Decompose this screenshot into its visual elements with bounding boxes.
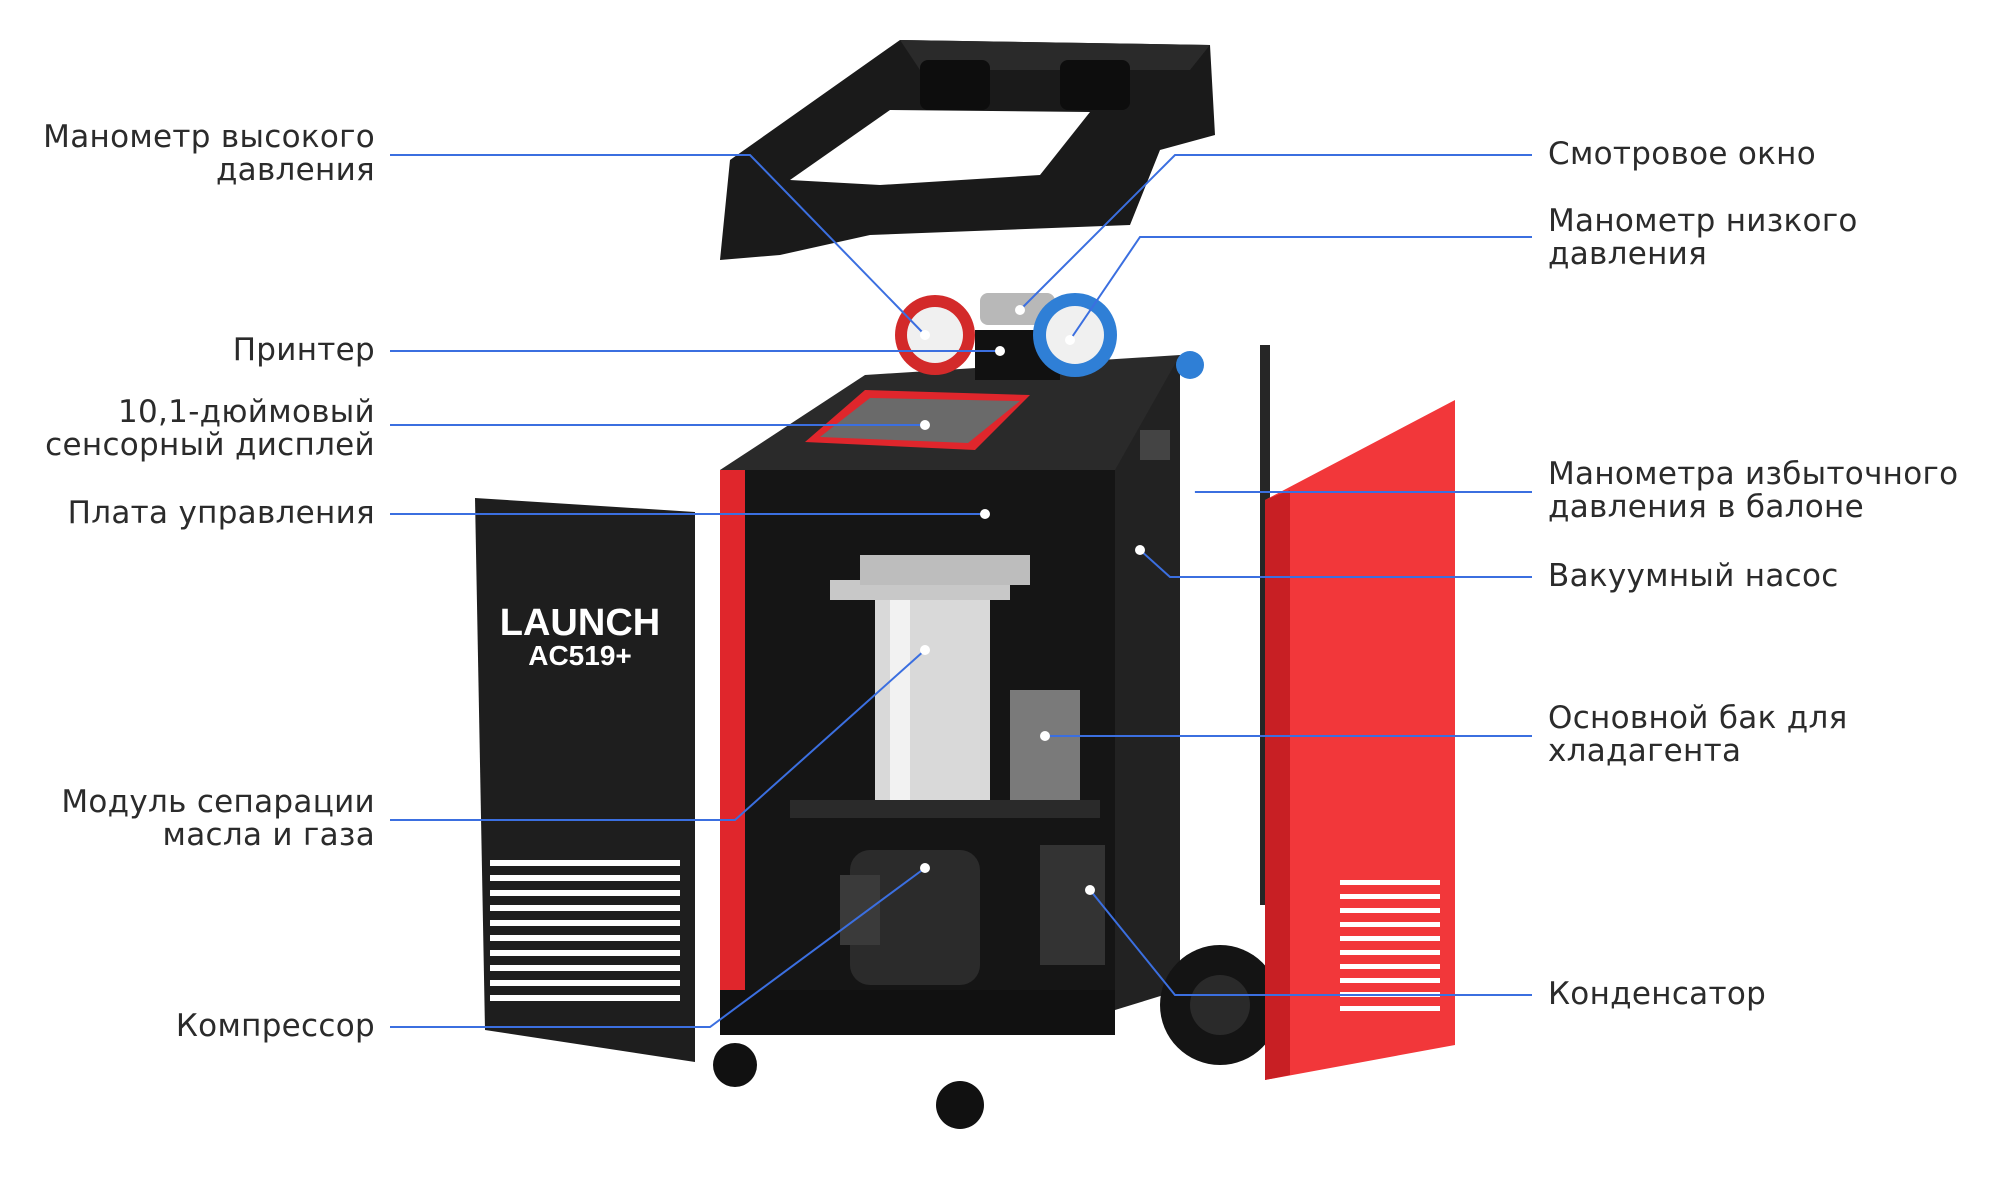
vacuum-pump bbox=[1140, 430, 1170, 460]
right-door-panel bbox=[1265, 400, 1455, 1080]
label-sight-glass: Смотровое окно bbox=[1548, 136, 1816, 172]
oil-gas-separator bbox=[830, 555, 1030, 800]
condenser bbox=[1040, 845, 1105, 965]
leader-compressor bbox=[390, 867, 926, 1028]
label-printer: Принтер bbox=[232, 332, 375, 368]
handle-frame bbox=[720, 40, 1215, 260]
touch-display bbox=[805, 390, 1030, 450]
label-control-board: Плата управления bbox=[67, 495, 375, 531]
main-refrigerant-tank bbox=[1010, 690, 1080, 805]
label-vacuum-pump: Вакуумный насос bbox=[1548, 558, 1839, 594]
leader-printer-dot bbox=[995, 346, 1005, 356]
leader-main-tank-dot bbox=[1040, 731, 1050, 741]
leader-low-gauge-dot bbox=[1065, 335, 1075, 345]
label-main-tank: Основной бак для хладагента bbox=[1548, 700, 1848, 769]
shelf bbox=[790, 800, 1100, 818]
model-text: AC519+ bbox=[528, 640, 632, 671]
label-high-pressure-gauge: Манометр высокого давления bbox=[43, 119, 375, 188]
leader-condenser bbox=[1089, 889, 1532, 996]
label-low-pressure-gauge: Манометр низкого давления bbox=[1548, 203, 1858, 272]
label-compressor: Компрессор bbox=[175, 1008, 375, 1044]
leader-vacuum-pump-dot bbox=[1135, 545, 1145, 555]
compressor bbox=[840, 850, 980, 985]
low-pressure-gauge bbox=[1033, 293, 1117, 377]
leader-high-gauge-dot bbox=[920, 330, 930, 340]
left-door-vent bbox=[490, 860, 680, 1001]
left-door-panel bbox=[475, 498, 695, 1062]
leader-display-dot bbox=[920, 420, 930, 430]
leader-separator-dot bbox=[920, 645, 930, 655]
label-tank-pressure-gauge: Манометра избыточного давления в балоне bbox=[1548, 456, 1959, 525]
label-touch-display: 10,1-дюймовый сенсорный дисплей bbox=[45, 394, 375, 463]
brand-text: LAUNCH bbox=[500, 602, 660, 644]
leader-sight-glass bbox=[1019, 154, 1532, 311]
label-condenser: Конденсатор bbox=[1548, 976, 1767, 1012]
leader-sight-glass-dot bbox=[1015, 305, 1025, 315]
cabinet-body bbox=[720, 345, 1270, 1035]
leader-condenser-dot bbox=[1085, 885, 1095, 895]
leader-low-gauge bbox=[1069, 236, 1532, 341]
wheels bbox=[713, 945, 1280, 1129]
leader-control-board-dot bbox=[980, 509, 990, 519]
leader-separator bbox=[390, 649, 926, 821]
leader-tank-gauge-dot bbox=[1185, 487, 1195, 497]
leader-compressor-dot bbox=[920, 863, 930, 873]
leader-vacuum-pump bbox=[1139, 549, 1532, 578]
label-separator: Модуль сепарации масла и газа bbox=[61, 784, 375, 853]
high-pressure-gauge bbox=[895, 295, 975, 375]
tank-pressure-gauge bbox=[1176, 351, 1204, 379]
leader-high-gauge bbox=[390, 154, 926, 336]
